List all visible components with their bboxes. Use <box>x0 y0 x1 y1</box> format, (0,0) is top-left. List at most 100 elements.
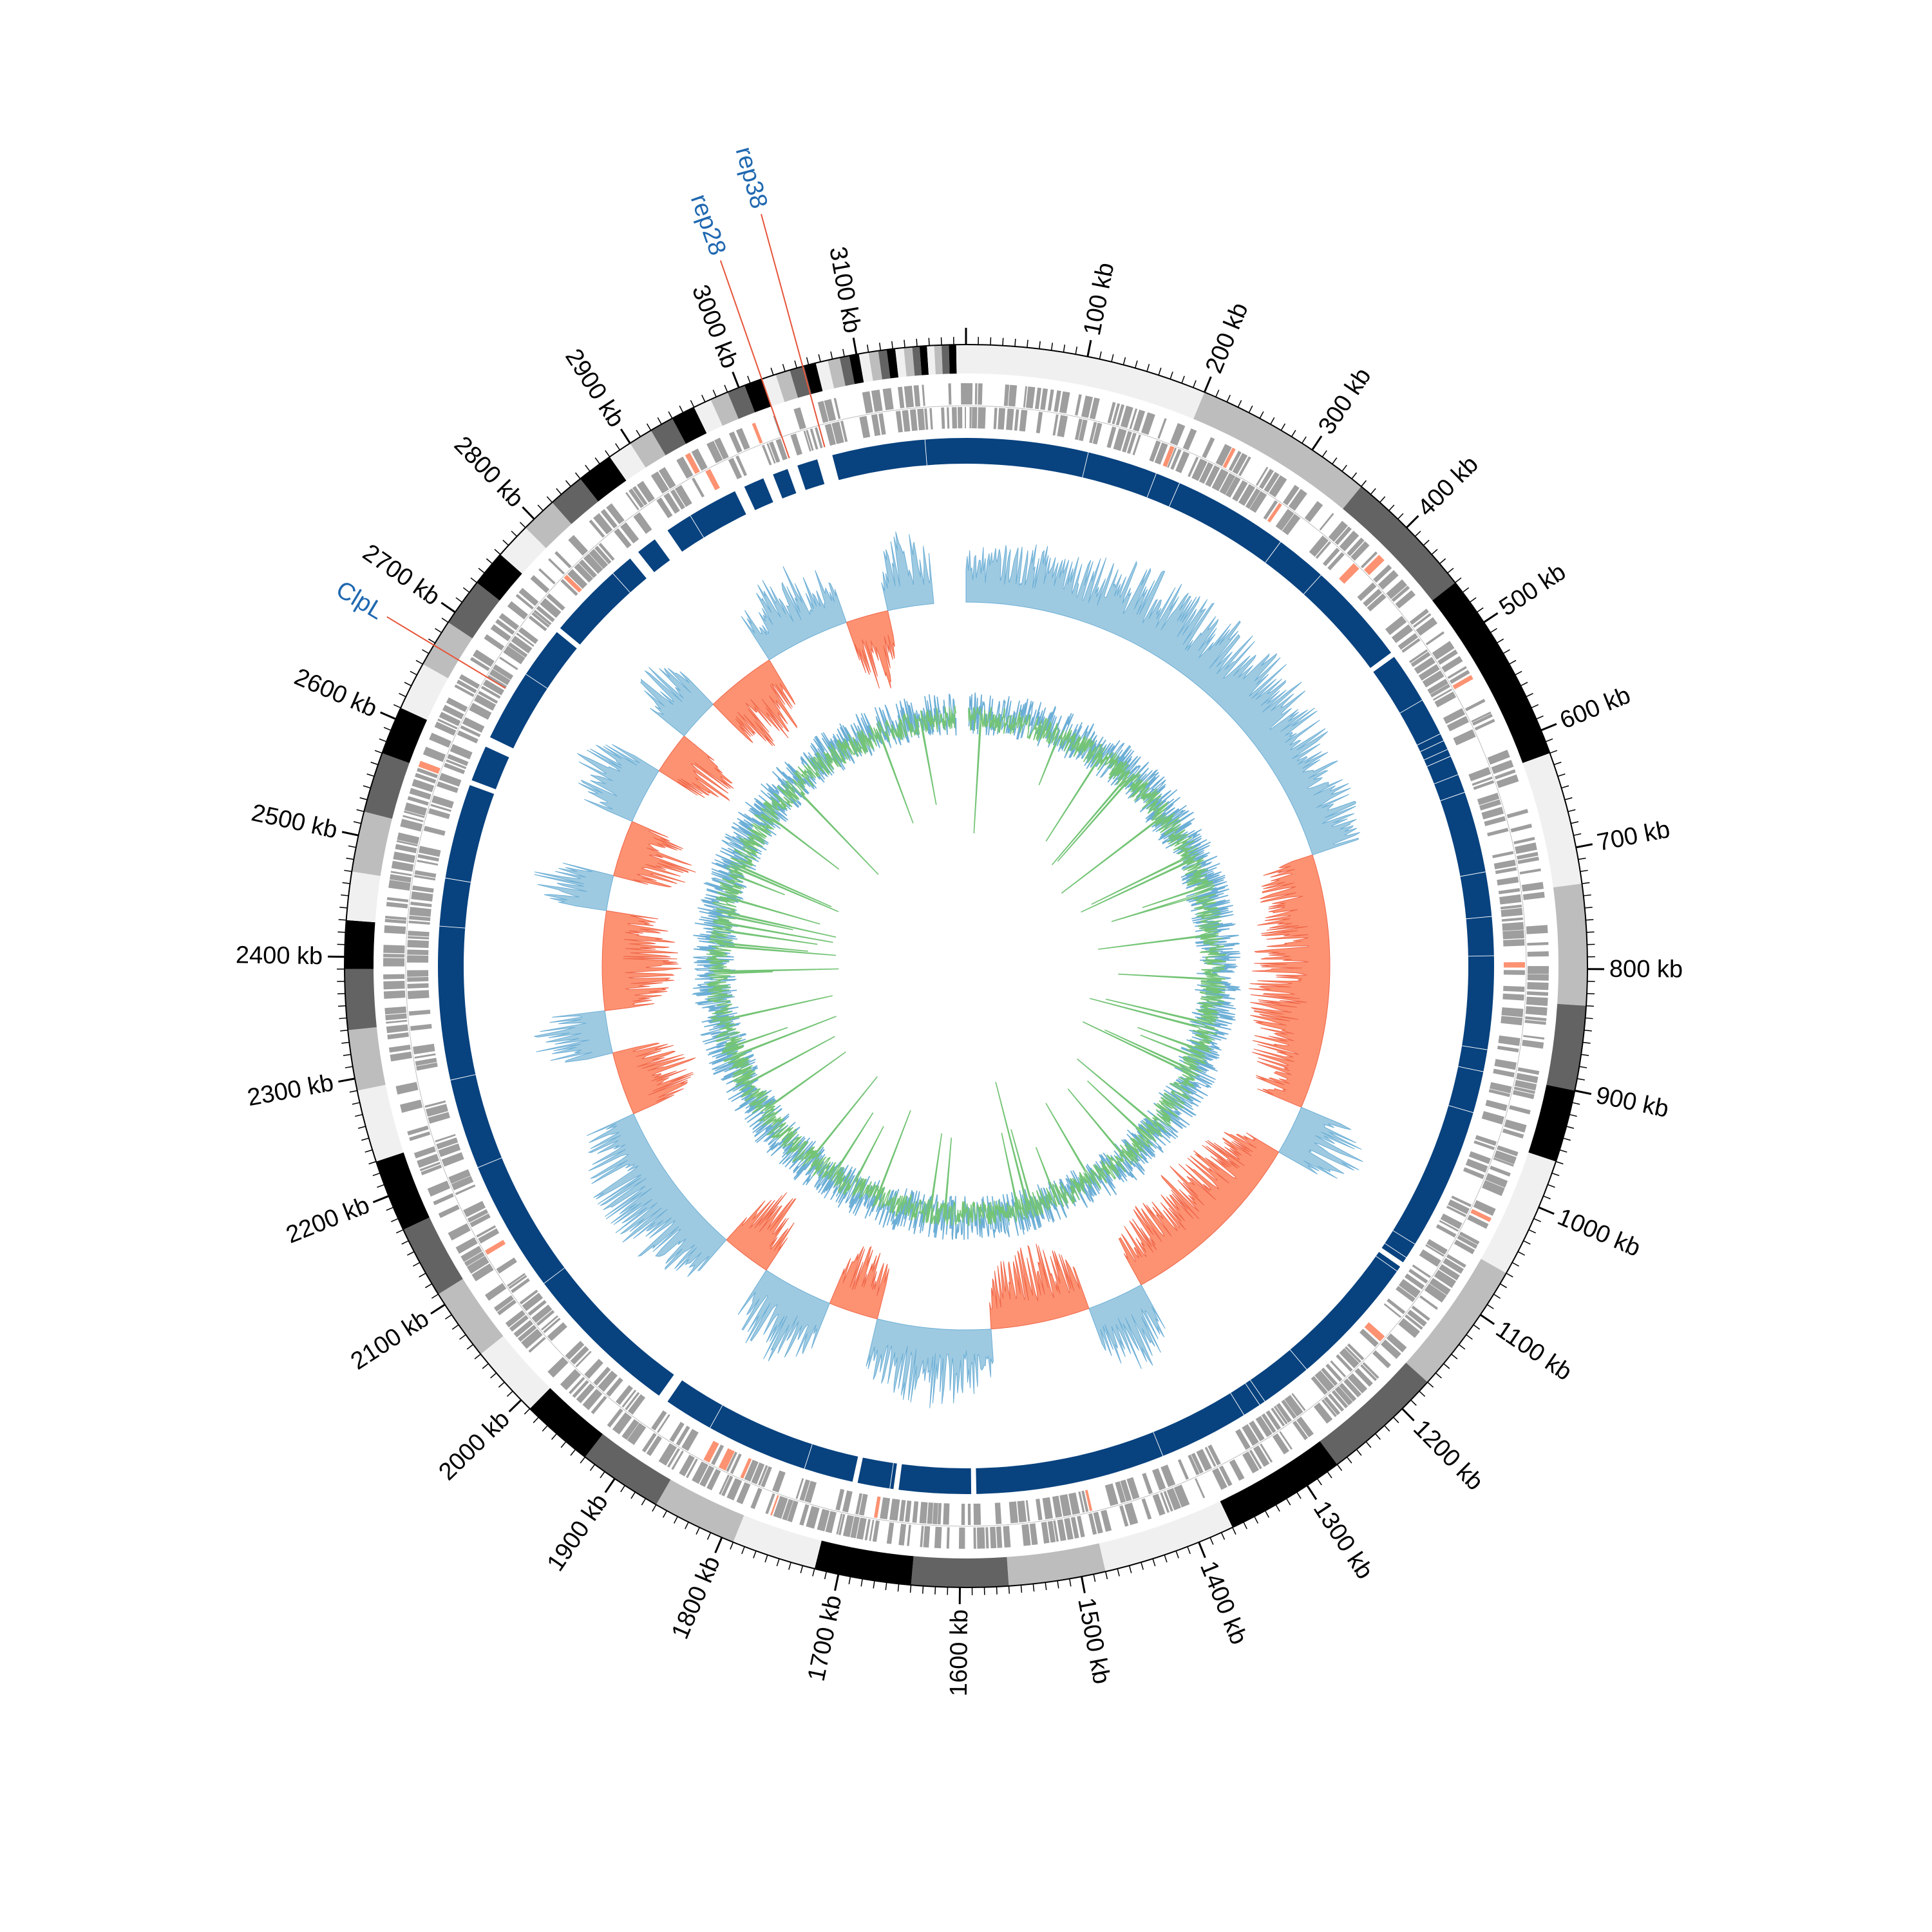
gene-mark-forward <box>1112 403 1121 424</box>
gene-mark-reverse <box>1167 447 1177 468</box>
minor-tick <box>1569 1113 1577 1117</box>
gene-mark-forward <box>1517 1067 1540 1075</box>
alignment-gap <box>1468 955 1494 957</box>
minor-tick <box>404 681 412 687</box>
gene-mark-forward <box>509 1314 529 1332</box>
contig-segment <box>376 1152 430 1230</box>
gene-mark-reverse <box>1475 1135 1497 1146</box>
gene-mark-reverse <box>1499 894 1522 905</box>
gene-mark-forward <box>934 1526 942 1549</box>
gene-mark-reverse <box>1501 1016 1523 1026</box>
gene-mark-forward <box>407 1125 429 1136</box>
gene-mark-forward <box>600 509 618 529</box>
minor-tick <box>1075 346 1078 355</box>
gene-mark-forward <box>427 1180 451 1197</box>
gene-mark-forward <box>1452 675 1473 690</box>
tick-label: 2500 kb <box>249 799 340 844</box>
gene-mark-reverse <box>1014 409 1019 431</box>
minor-tick <box>580 1456 586 1464</box>
gene-mark-reverse <box>859 415 871 439</box>
gene-mark-forward <box>1293 1421 1309 1441</box>
gc-skew-ring <box>534 531 1363 1408</box>
tick-label: 100 kb <box>1079 260 1120 337</box>
gene-mark-reverse <box>567 569 588 589</box>
gene-mark-forward <box>1288 489 1307 511</box>
minor-tick <box>1573 833 1582 836</box>
gene-mark-reverse <box>889 1499 900 1521</box>
gene-mark-reverse <box>1422 670 1444 688</box>
gene-mark-forward <box>1255 466 1269 486</box>
gene-mark-forward <box>412 779 435 793</box>
gene-mark-reverse <box>1170 449 1182 470</box>
gene-mark-forward <box>1160 1492 1170 1513</box>
gene-mark-forward <box>1493 1157 1514 1167</box>
minor-tick <box>1341 464 1347 472</box>
contig-segment <box>858 352 873 383</box>
gene-mark-reverse <box>583 553 603 574</box>
alignment-gap <box>1426 755 1451 767</box>
gene-mark-reverse <box>448 1169 471 1184</box>
major-tick <box>1081 1576 1086 1593</box>
minor-tick <box>764 1555 768 1563</box>
gene-mark-reverse <box>711 1444 724 1466</box>
gene-mark-reverse <box>1391 624 1414 643</box>
gene-mark-reverse <box>594 545 612 565</box>
gene-mark-reverse <box>519 1289 538 1305</box>
minor-tick <box>1549 750 1558 754</box>
gene-mark-forward <box>390 871 412 876</box>
gene-mark-reverse <box>941 407 945 429</box>
gene-mark-reverse <box>804 1481 817 1503</box>
gene-mark-forward <box>1107 402 1116 424</box>
minor-tick <box>1220 1532 1226 1540</box>
gene-mark-reverse <box>681 1428 699 1452</box>
gene-mark-forward <box>1513 837 1535 845</box>
minor-tick <box>1346 1456 1352 1464</box>
gene-mark-reverse <box>1494 1059 1517 1070</box>
gene-mark-reverse <box>1367 593 1387 612</box>
minor-tick <box>594 457 600 464</box>
gene-mark-forward <box>862 391 873 413</box>
gene-mark-forward <box>417 1153 439 1168</box>
minor-tick <box>812 1568 815 1577</box>
gc-skew-negative <box>601 910 682 1011</box>
gene-mark-reverse <box>824 423 837 446</box>
coverage-line <box>691 692 1242 1240</box>
gene-mark-reverse <box>761 444 772 466</box>
gene-mark-reverse <box>428 1112 450 1124</box>
gene-mark-forward <box>636 480 655 503</box>
minor-tick <box>1254 1516 1259 1524</box>
minor-tick <box>451 1324 459 1330</box>
contig-segment <box>828 357 846 389</box>
gene-mark-forward <box>1323 1396 1341 1416</box>
alignment-gap <box>1448 1105 1473 1113</box>
gene-mark-forward <box>817 401 829 423</box>
gene-mark-forward <box>386 1019 408 1024</box>
gene-mark-reverse <box>565 1340 585 1360</box>
minor-tick <box>1586 1005 1595 1007</box>
minor-tick <box>1248 405 1253 413</box>
gene-mark-forward <box>1041 1522 1050 1544</box>
gene-mark-reverse <box>414 870 437 878</box>
gene-mark-forward <box>386 1024 408 1034</box>
minor-tick <box>1511 1262 1519 1267</box>
gene-mark-forward <box>384 1006 407 1015</box>
gene-mark-forward <box>498 612 520 630</box>
gene-mark-reverse <box>1501 907 1523 917</box>
gene-mark-reverse <box>1439 1220 1459 1232</box>
contig-segment <box>672 407 707 444</box>
gc-skew-positive <box>534 862 614 911</box>
gene-mark-forward <box>1157 418 1167 439</box>
gene-mark-forward <box>1474 719 1495 731</box>
minor-tick <box>1158 367 1162 375</box>
gene-mark-forward <box>782 1499 793 1521</box>
contig-segment <box>919 345 929 375</box>
gene-mark-forward <box>1527 951 1549 957</box>
gene-mark-forward <box>1218 1465 1233 1486</box>
gene-mark-reverse <box>409 907 431 917</box>
gene-mark-forward <box>1429 1278 1451 1296</box>
major-tick <box>1575 843 1593 849</box>
gene-mark-forward <box>1424 1283 1447 1303</box>
gene-mark-forward <box>455 1237 478 1254</box>
gene-mark-forward <box>1522 891 1545 900</box>
minor-tick <box>878 343 882 351</box>
